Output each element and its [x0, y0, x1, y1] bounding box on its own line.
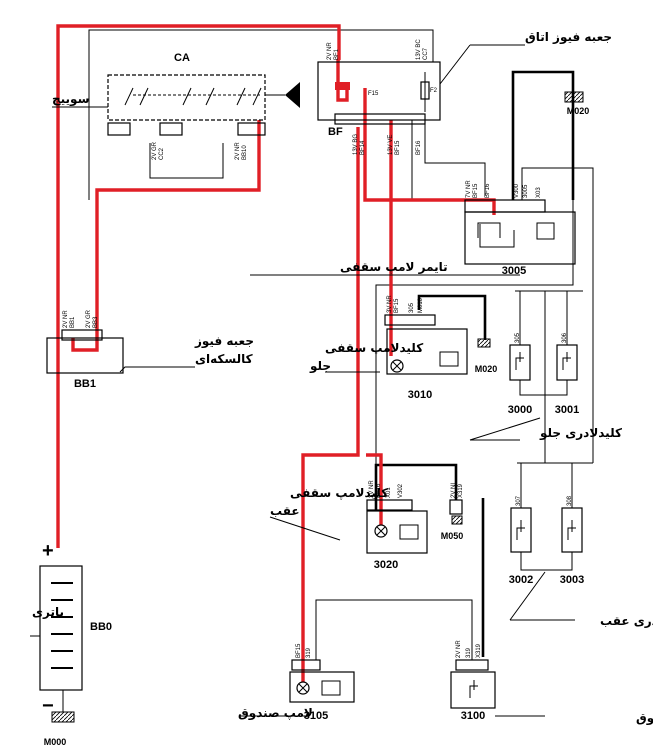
ignition-switch-ca: CA — [107, 52, 300, 136]
callout-rear-dome-switch-line2: عقب — [270, 504, 300, 518]
trunk-switch-3100: 3100 — [450, 659, 496, 722]
wire-code: 319 — [466, 647, 472, 658]
callout-body-fuse-box-line2: کالسکه‌ای — [195, 352, 253, 366]
wire-code: BF14 — [360, 140, 366, 155]
door-switches: 3000 3001 3002 3003 — [508, 344, 584, 586]
callout-front-dome-switch-line1: کلیدلامپ سقفی — [325, 341, 423, 355]
wire-code: BB1 — [70, 316, 76, 328]
wire-code: 2V GR — [86, 309, 92, 328]
wire-code: X03 — [536, 187, 542, 198]
callout-front-door-switch: کلیدلادری جلو — [539, 426, 622, 441]
wire-code: BF15 — [296, 643, 302, 658]
wire-code: BF15 — [395, 140, 401, 155]
callout-labels: سوییچ جعبه فیوز اتاق جعبه فیوز کالسکه‌ای… — [32, 30, 653, 726]
cabin-fuse-box-bf: BF F15 F2 — [317, 61, 441, 138]
m020-mid-label: M020 — [475, 364, 498, 374]
wire-code: 13V BC — [416, 39, 422, 60]
red-wires — [56, 24, 496, 688]
wire-code: 306 — [562, 332, 568, 343]
wire-code: BF15 — [473, 183, 479, 198]
bb1-label: BB1 — [74, 378, 96, 390]
wire-code: 13V BG — [353, 134, 359, 155]
wire-code: BF16 — [416, 140, 422, 155]
wire-code: X319 — [458, 483, 464, 498]
wire-code: 2V GR — [152, 141, 158, 160]
callout-switch: سوییچ — [52, 92, 89, 107]
callout-dome-timer: تایمر لامپ سقفی — [340, 260, 448, 274]
ground-symbols: M020 M020 M050 M000 — [44, 91, 590, 747]
plus-sign: + — [42, 540, 54, 562]
front-dome-lamp-3010: 3010 — [384, 314, 468, 401]
callout-trunk-switch: کلیدلادری صندوق — [636, 711, 653, 726]
wire-code: 319 — [306, 647, 312, 658]
wire-code: BF1 — [334, 48, 340, 60]
c3020-label: 3020 — [374, 559, 398, 571]
black-thick-wires — [374, 70, 575, 657]
dome-timer-3005: 3005 — [464, 199, 576, 277]
m020-top-label: M020 — [567, 106, 590, 116]
wire-code: CC7 — [423, 47, 429, 60]
wire-code: 308 — [567, 495, 573, 506]
wire-code: 2V NI — [451, 483, 457, 498]
wire-code: 2V NR — [63, 310, 69, 328]
wire-code: 3V NR — [369, 480, 375, 498]
callout-body-fuse-box-line1: جعبه فیوز — [194, 334, 254, 349]
callout-cabin-fuse-box: جعبه فیوز اتاق — [525, 30, 612, 45]
callout-battery: باتری — [32, 605, 64, 619]
wire-code: 3V NR — [387, 295, 393, 313]
wire-code: 3005 — [523, 184, 529, 198]
wire-code: 7V NR — [466, 180, 472, 198]
wire-code: X01 — [386, 487, 392, 498]
f15-label: F15 — [368, 91, 379, 97]
wire-code: BF16 — [376, 483, 382, 498]
wire-code: M010 — [418, 297, 424, 313]
wire-code: BF15 — [394, 298, 400, 313]
battery-bb0: + − BB0 — [39, 540, 112, 717]
wire-code: 307 — [516, 495, 522, 506]
minus-sign: − — [42, 695, 54, 717]
wire-code: 2V NR — [456, 640, 462, 658]
wire-code: 2V NR — [235, 142, 241, 160]
wire-codes: 2V GR CC2 2V NR BB10 2V NR BF1 13V BC CC… — [63, 39, 573, 658]
rear-dome-lamp-3020: 3020 — [366, 499, 463, 571]
bb0-label: BB0 — [90, 621, 112, 633]
wire-code: 13V VE — [388, 135, 394, 155]
callout-rear-dome-switch-line1: کلیدلامپ سقفی — [290, 486, 388, 500]
m000-label: M000 — [44, 737, 67, 747]
wire-code: X319 — [476, 643, 482, 658]
c3010-label: 3010 — [408, 389, 432, 401]
c3002-label: 3002 — [509, 574, 533, 586]
c3100-label: 3100 — [461, 710, 485, 722]
callout-leaders — [30, 44, 575, 717]
wire-code: BF16 — [485, 183, 491, 198]
wire-code: 305 — [515, 332, 521, 343]
wire-code: V300 — [514, 183, 520, 198]
bf-label: BF — [328, 126, 343, 138]
callout-rear-door-switch: کلیدلادری عقب — [600, 614, 653, 628]
c3001-label: 3001 — [555, 404, 579, 416]
wire-code: 2V NR — [327, 42, 333, 60]
black-wires — [62, 29, 594, 712]
wire-code: 305 — [409, 302, 415, 313]
trunk-lamp-3105: 3105 — [289, 659, 355, 722]
wire-code: V302 — [398, 483, 404, 498]
ca-label: CA — [174, 52, 190, 64]
callout-trunk-lamp: لامپ صندوق — [238, 706, 313, 721]
wire-code: BB10 — [242, 145, 248, 160]
c3000-label: 3000 — [508, 404, 532, 416]
callout-front-dome-switch-line2: جلو — [309, 359, 331, 374]
c3003-label: 3003 — [560, 574, 584, 586]
c3005-label: 3005 — [502, 265, 526, 277]
m050-label: M050 — [441, 531, 464, 541]
wire-code: BB3 — [93, 316, 99, 328]
f2-label: F2 — [430, 88, 438, 94]
body-fuse-box-bb1: BB1 — [46, 329, 124, 390]
c3105-label: 3105 — [304, 710, 328, 722]
wire-code: CC2 — [159, 147, 165, 160]
